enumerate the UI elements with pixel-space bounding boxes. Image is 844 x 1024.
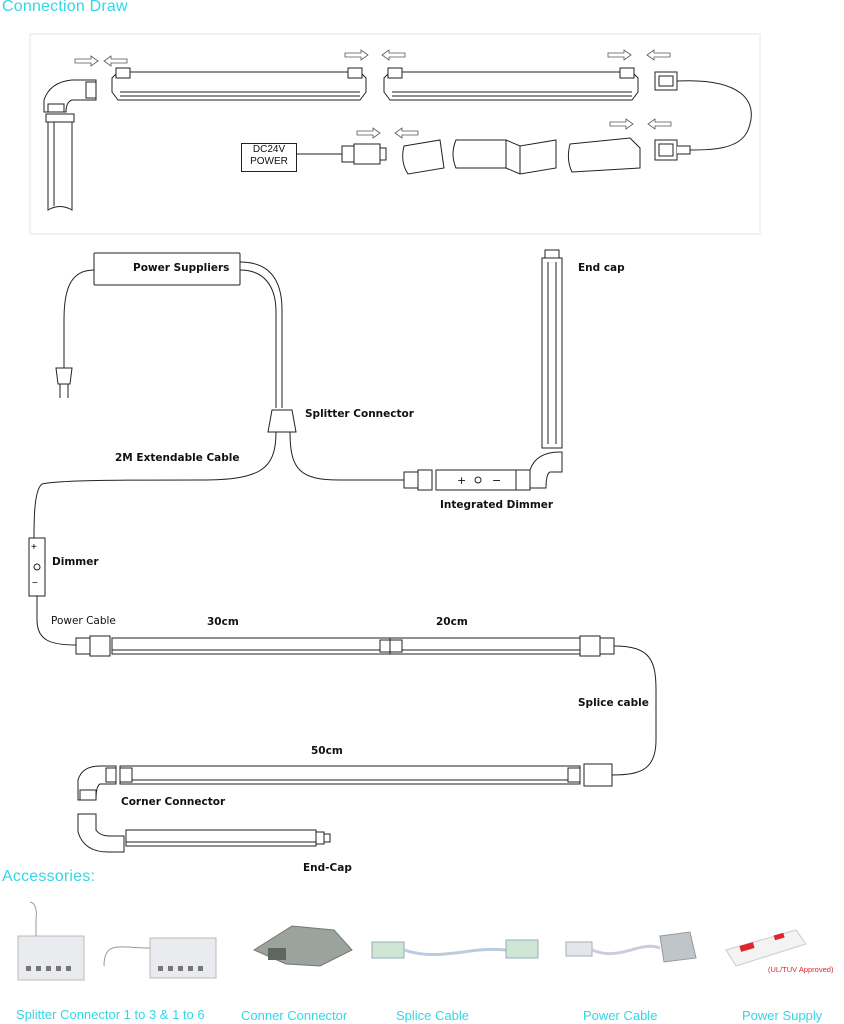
accessory-power-cable-photo: [565, 931, 697, 963]
dimmer-plus-sign: +: [31, 542, 37, 553]
top-corner-connector: [43, 79, 97, 113]
label-splice-cable: Splice cable: [578, 697, 649, 709]
dc24v-power-box: DC24V POWER: [241, 143, 297, 172]
label-end-cap-bottom: End-Cap: [303, 862, 352, 874]
accessory-splice-photo: [371, 939, 539, 959]
label-corner-connector: Corner Connector: [121, 796, 226, 808]
power-box-line2: POWER: [250, 156, 288, 167]
label-20cm: 20cm: [436, 616, 468, 628]
wall-plug: [55, 367, 73, 398]
top-lower-connector-right: [654, 139, 691, 161]
top-profile-segments: [402, 137, 641, 175]
top-arrows: [74, 49, 672, 139]
dimmer-switch: [28, 537, 77, 646]
row2-bar: [77, 763, 613, 801]
top-power-plug: [296, 143, 387, 165]
section-title-connection-draw: Connection Draw: [2, 0, 128, 15]
integrated-dimmer: + −: [403, 469, 531, 491]
label-extendable-cable: 2M Extendable Cable: [115, 452, 240, 464]
accessory-label-power-cable: Power Cable: [583, 1008, 658, 1023]
splitter-connector: [33, 409, 404, 541]
accessory-label-corner: Conner Connector: [241, 1008, 348, 1023]
label-integrated-dimmer: Integrated Dimmer: [440, 499, 554, 511]
top-light-bar-2: [383, 67, 639, 101]
label-30cm: 30cm: [207, 616, 239, 628]
section-title-accessories: Accessories:: [2, 868, 96, 885]
dimmer-minus-sign: −: [32, 578, 38, 589]
accessory-corner-photo: [252, 925, 353, 967]
label-splitter-connector: Splitter Connector: [305, 408, 414, 420]
connection-draw-frame: [29, 33, 761, 235]
vertical-light-bar: [529, 249, 563, 489]
power-supplier-box: [63, 252, 283, 408]
accessory-label-splitter: Splitter Connector 1 to 3 & 1 to 6: [16, 1007, 205, 1022]
accessory-label-power-supply: Power Supply: [742, 1008, 823, 1023]
row1-bars: [75, 635, 657, 776]
row3-bar: [77, 813, 331, 853]
label-50cm: 50cm: [311, 745, 343, 757]
label-power-suppliers: Power Suppliers: [133, 262, 230, 274]
top-end-connector: [654, 71, 752, 151]
accessory-label-splice: Splice Cable: [396, 1008, 469, 1023]
label-end-cap-top: End cap: [578, 262, 625, 274]
top-vertical-profile: [45, 113, 75, 211]
accessory-splitter-photo: [17, 901, 217, 981]
top-light-bar-1: [111, 67, 367, 101]
label-dimmer: Dimmer: [52, 556, 99, 568]
svg-text:+: +: [457, 474, 466, 487]
label-power-cable: Power Cable: [51, 615, 116, 627]
power-box-line1: DC24V: [252, 144, 286, 155]
accessory-power-supply-photo: [725, 929, 807, 967]
approved-note: (UL/TUV Approved): [768, 965, 834, 974]
svg-text:−: −: [492, 474, 501, 487]
